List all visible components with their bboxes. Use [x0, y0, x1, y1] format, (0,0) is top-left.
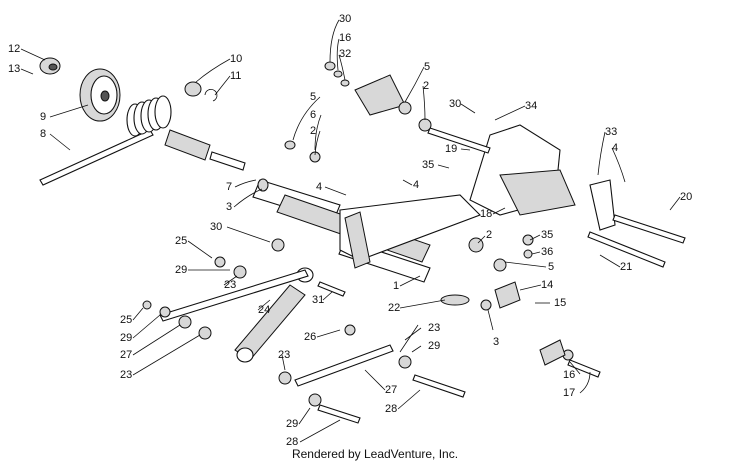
circlip — [204, 89, 218, 102]
bolt-21 — [587, 231, 666, 268]
bolt-28-right — [412, 374, 466, 398]
front-arm-plate — [344, 211, 371, 269]
callout-28-bottom: 28 — [286, 436, 298, 448]
callout-1: 1 — [393, 280, 399, 292]
callout-3-top: 3 — [226, 201, 232, 213]
front-arm-bracket — [339, 194, 481, 261]
callout-18: 18 — [480, 208, 492, 220]
callout-11: 11 — [230, 70, 241, 82]
upper-link — [159, 269, 309, 322]
callout-14: 14 — [541, 279, 553, 291]
lower-link — [294, 344, 394, 387]
callout-13: 13 — [8, 63, 20, 75]
callout-20: 20 — [680, 191, 692, 203]
callout-35-mid: 35 — [422, 159, 434, 171]
callout-30-left: 30 — [210, 221, 222, 233]
callout-34: 34 — [525, 100, 537, 112]
nut — [184, 81, 202, 97]
callout-31: 31 — [312, 294, 324, 306]
callout-23-upper: 23 — [224, 279, 236, 291]
spring-sleeve — [164, 129, 211, 161]
callout-23-mid: 23 — [278, 349, 290, 361]
callout-25-lower: 25 — [120, 314, 132, 326]
callout-29-right: 29 — [428, 340, 440, 352]
callout-30-mid: 30 — [449, 98, 461, 110]
rear-rocker-arm-right — [589, 179, 616, 231]
parts-drawing — [39, 57, 686, 424]
callout-23-left: 23 — [120, 369, 132, 381]
callout-12: 12 — [8, 43, 20, 55]
callout-32: 32 — [339, 48, 351, 60]
leader-lines — [20, 19, 681, 443]
callout-4-right: 4 — [612, 142, 618, 154]
callout-9: 9 — [40, 111, 46, 123]
callout-4-center: 4 — [316, 181, 322, 193]
callout-29-lower: 29 — [120, 332, 132, 344]
callout-29-bottom: 29 — [286, 418, 298, 430]
bushing-hole — [48, 63, 58, 71]
shock-eye-bottom — [236, 347, 254, 363]
callout-17: 17 — [563, 387, 575, 399]
callout-5-left: 5 — [310, 91, 316, 103]
bolt-20 — [612, 214, 686, 244]
callout-3-lower: 3 — [493, 336, 499, 348]
callout-19: 19 — [445, 143, 457, 155]
footer-credit: Rendered by LeadVenture, Inc. — [291, 447, 459, 461]
callout-labels: 30 16 32 12 13 10 11 9 8 5 2 30 34 5 6 2… — [8, 13, 692, 448]
bolt-28-left — [317, 404, 361, 424]
callout-4-center-right: 4 — [413, 179, 419, 191]
callout-24: 24 — [258, 304, 270, 316]
rear-rocker-bracket — [499, 169, 576, 216]
bolt-31 — [317, 281, 346, 297]
callout-22: 22 — [388, 302, 400, 314]
callout-16-top: 16 — [339, 32, 351, 44]
spring-rod — [39, 129, 154, 186]
callout-30-top: 30 — [339, 13, 351, 25]
callout-15: 15 — [554, 297, 566, 309]
torsion-spring — [126, 95, 172, 137]
callout-5-mid: 5 — [548, 261, 554, 273]
bolt-17 — [567, 359, 601, 378]
callout-8: 8 — [40, 128, 46, 140]
callout-10: 10 — [230, 53, 242, 65]
callout-29-upper: 29 — [175, 264, 187, 276]
callout-23-right: 23 — [428, 322, 440, 334]
callout-35-right: 35 — [541, 229, 553, 241]
callout-25-upper: 25 — [175, 235, 187, 247]
callout-5-upper: 5 — [424, 61, 430, 73]
callout-36: 36 — [541, 246, 553, 258]
callout-27-left: 27 — [120, 349, 132, 361]
upper-bracket-plate — [354, 74, 406, 116]
callout-16-lower: 16 — [563, 369, 575, 381]
callout-21: 21 — [620, 261, 632, 273]
callout-27-lower: 27 — [385, 384, 397, 396]
idler-wheel-hub — [100, 90, 110, 102]
callout-28-right: 28 — [385, 403, 397, 415]
callout-33: 33 — [605, 126, 617, 138]
bolt-19 — [427, 127, 491, 154]
callout-2-upper: 2 — [423, 80, 429, 92]
callout-7: 7 — [226, 181, 232, 193]
callout-2-left: 2 — [310, 125, 316, 137]
callout-26: 26 — [304, 331, 316, 343]
callout-6: 6 — [310, 109, 316, 121]
callout-2-mid: 2 — [486, 229, 492, 241]
spring-sleeve-pin — [209, 151, 246, 171]
